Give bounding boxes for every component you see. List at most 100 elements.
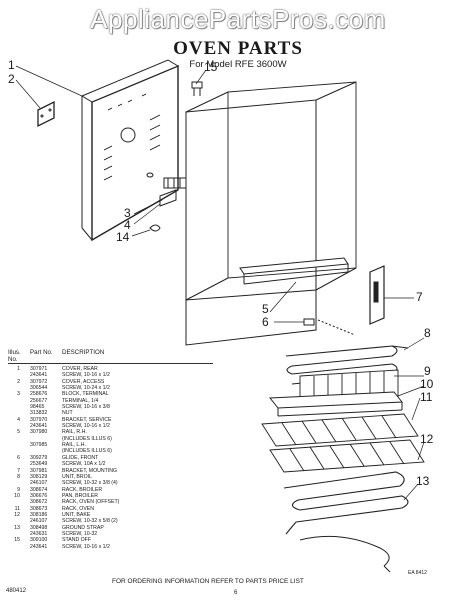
oven-rack-offset — [261, 413, 419, 447]
part-description: SCREW, 10-16 x 1/2 — [62, 372, 110, 379]
part-number: 313832 — [30, 410, 48, 417]
callout-13: 13 — [416, 474, 430, 488]
illus-number: 13 — [14, 524, 20, 531]
parts-row: 5 307980 RAIL, R.H. — [8, 429, 213, 435]
part-description: SCREW, 10A x 1/2 — [62, 461, 106, 468]
part-description: SCREW, 10-32 x 3/8 (4) — [62, 480, 118, 487]
part-number: 246107 — [30, 480, 48, 487]
callout-2: 2 — [8, 72, 15, 86]
illus-number: 11 — [14, 505, 20, 512]
callout-7: 7 — [416, 290, 423, 304]
part-number: 246107 — [30, 518, 48, 525]
drawing-code: EA 8412 — [408, 570, 427, 576]
header-description: DESCRIPTION — [62, 349, 105, 356]
front-glide — [303, 318, 315, 326]
part-description: TERMINAL, 1/4 — [62, 397, 99, 404]
part-description: RACK, OVEN — [62, 505, 94, 512]
part-number: 98465 — [30, 404, 45, 411]
illus-number: 9 — [17, 486, 20, 493]
illus-number: 8 — [17, 473, 20, 480]
parts-row: (INCLUDES ILLUS 6) — [8, 448, 213, 454]
terminal-block — [159, 177, 187, 207]
part-description: GROUND STRAP — [62, 524, 104, 531]
ground-strap — [299, 535, 391, 573]
callout-15: 15 — [204, 60, 218, 74]
callout-3: 3 — [124, 206, 131, 220]
part-number: 307970 — [30, 416, 48, 423]
part-number: 308186 — [30, 511, 48, 518]
screw-14 — [149, 224, 161, 232]
part-number: 256677 — [30, 397, 48, 404]
rear-cover — [80, 59, 180, 242]
parts-row: 9 308674 RACK, BROILER — [8, 487, 213, 493]
part-number: 307971 — [30, 366, 48, 372]
watermark: AppliancePartsPros.com — [90, 4, 386, 34]
part-description: RACK, OVEN (OFFSET) — [62, 499, 120, 506]
part-description: BRACKET, MOUNTING — [62, 467, 118, 474]
illus-number: 10 — [14, 492, 20, 499]
stand-off — [191, 81, 203, 96]
parts-row: 308672 RACK, OVEN (OFFSET) — [8, 499, 213, 505]
part-number: 308672 — [30, 499, 48, 506]
part-number: 308129 — [30, 473, 48, 480]
part-number: 307972 — [30, 378, 48, 385]
illus-number: 2 — [17, 378, 20, 385]
callout-6: 6 — [262, 315, 269, 329]
illus-number: 5 — [17, 429, 20, 436]
callout-11: 11 — [420, 390, 433, 404]
callout-10: 10 — [420, 377, 434, 391]
part-number: 258676 — [30, 391, 48, 398]
part-number: 243641 — [30, 423, 48, 430]
parts-row: 11 308673 RACK, OVEN — [8, 506, 213, 512]
parts-row: 246107 SCREW, 10-32 x 5/8 (2) — [8, 518, 213, 524]
part-description: SCREW, 10-16 x 1/2 — [62, 543, 110, 550]
part-description: SCREW, 10-24 x 1/2 — [62, 385, 110, 392]
header-illus: Illus. No. — [8, 349, 21, 363]
parts-row: 243641 SCREW, 10-16 x 1/2 — [8, 544, 213, 550]
parts-row: 8 308129 UNIT, BROIL — [8, 474, 213, 480]
part-number: 243641 — [30, 543, 48, 550]
page-title: OVEN PARTS — [173, 38, 303, 59]
part-description: SCREW, 10-32 x 5/8 (2) — [62, 518, 118, 525]
part-description: COVER, ACCESS — [62, 378, 105, 385]
parts-row: 256677 TERMINAL, 1/4 — [8, 398, 213, 404]
oven-rail — [239, 257, 349, 285]
part-number: 308674 — [30, 486, 48, 493]
part-number: 307980 — [30, 429, 48, 436]
parts-row: 2 307972 COVER, ACCESS — [8, 379, 213, 385]
mounting-bracket — [369, 265, 385, 325]
callout-14: 14 — [116, 230, 130, 244]
illus-number: 7 — [17, 467, 20, 474]
part-description: UNIT, BROIL — [62, 473, 92, 480]
model-subtitle: For Model RFE 3600W — [189, 59, 287, 70]
part-number: 309279 — [30, 454, 48, 461]
illus-number: 15 — [14, 537, 20, 544]
callout-9: 9 — [424, 364, 431, 378]
part-description: RAIL, R.H. — [62, 429, 87, 436]
part-number: 308673 — [30, 505, 48, 512]
part-description: BRACKET, SERVICE — [62, 416, 112, 423]
illus-number: 12 — [14, 511, 20, 518]
part-description: BLOCK, TERMINAL — [62, 391, 109, 398]
part-number: 307985 — [30, 442, 48, 449]
page-number: 6 — [234, 590, 238, 596]
parts-row: (INCLUDES ILLUS 6) — [8, 436, 213, 442]
part-description: RACK, BROILER — [62, 486, 103, 493]
part-number: 306544 — [30, 385, 48, 392]
oven-rack — [269, 439, 425, 473]
part-description: GLIDE, FRONT — [62, 454, 99, 461]
